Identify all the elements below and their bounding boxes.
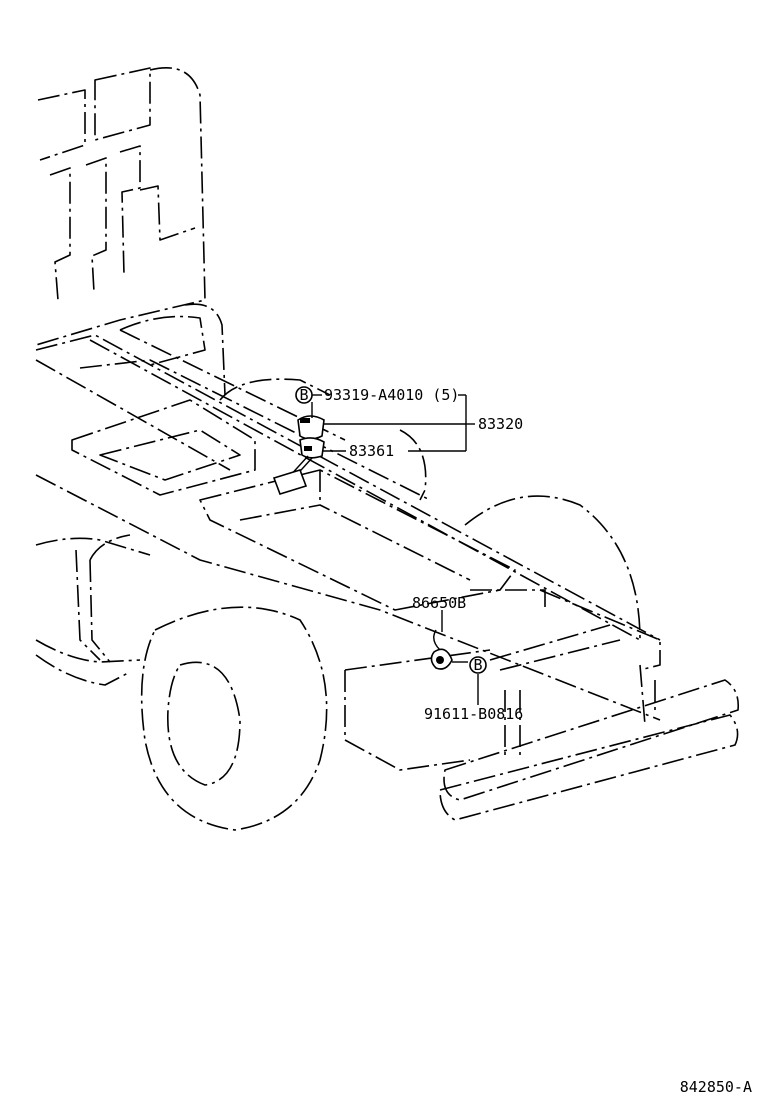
truck-cab [35,66,226,396]
rear-wheel [35,534,328,831]
leader-lines [311,394,479,705]
part-number-91611: 91611-B0816 [424,705,523,723]
bolt-b-bottom-label: B [473,656,482,674]
fuel-sender-86650b [430,629,468,670]
part-number-86650b: 86650B [412,594,466,612]
part-number-93319: 93319-A4010 (5) [324,386,459,404]
bolt-b-top-marker: B [295,386,313,404]
part-number-83320: 83320 [478,415,523,433]
rear-bumper [439,679,740,821]
bolt-b-top-label: B [299,386,308,404]
fuel-gauge-assembly [272,415,325,495]
part-number-83361: 83361 [349,442,394,460]
chassis-frame [35,329,661,771]
figure-code: 842850-A [680,1078,752,1096]
bolt-b-bottom-marker: B [469,656,487,674]
